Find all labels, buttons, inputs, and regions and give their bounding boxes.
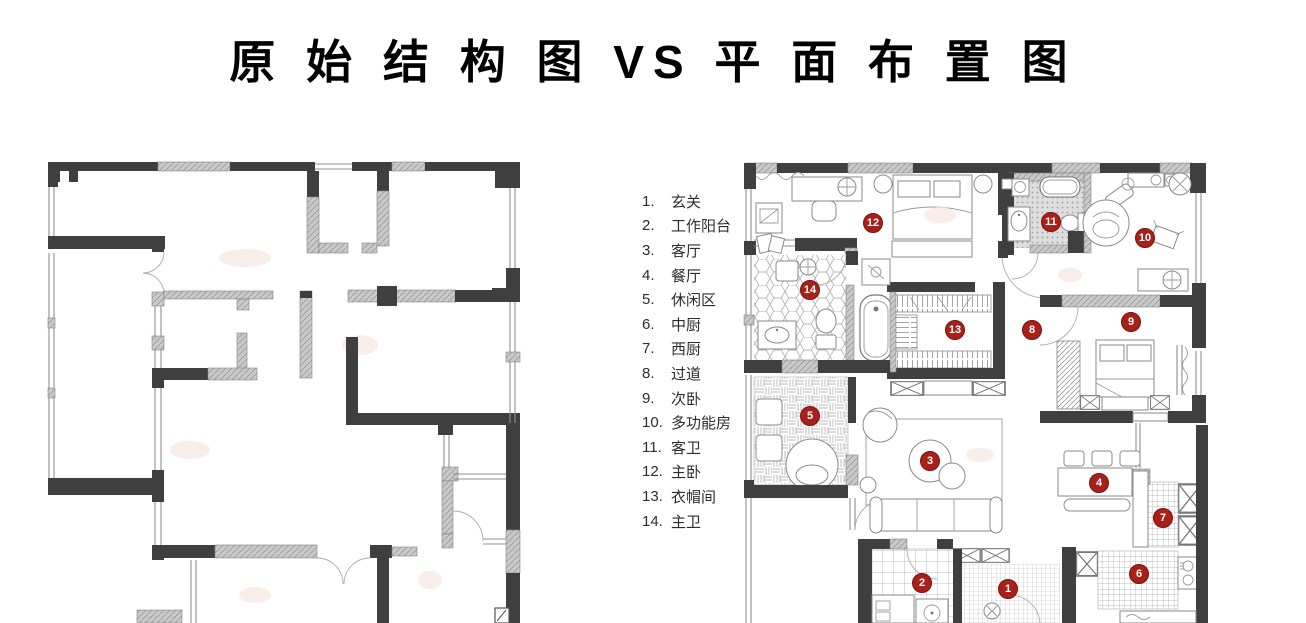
legend-item-number: 10. — [642, 414, 663, 432]
original-structure-drawing: .wd{fill:#3f3f3f;} .hg{fill:url(#hA);str… — [47, 161, 521, 623]
legend-item-label: 客厅 — [671, 242, 702, 260]
legend-item-label: 主卧 — [671, 464, 702, 482]
furnished-floor-drawing: .wd2{fill:#3f3f3f;} .hg2{fill:url(#hB);s… — [743, 162, 1208, 623]
room-marker-10: 10 — [1135, 228, 1155, 248]
legend-item: 14. 主卫 — [642, 509, 752, 534]
legend-item: 12. 主卧 — [642, 460, 752, 485]
legend-item: 13. 衣帽间 — [642, 484, 752, 509]
legend-item-label: 主卫 — [671, 513, 702, 531]
legend-item-number: 2. — [642, 217, 655, 235]
legend-item-number: 6. — [642, 315, 655, 333]
room-marker-14: 14 — [800, 280, 820, 300]
room-marker-3: 3 — [920, 451, 940, 471]
legend-item: 1. 玄关 — [642, 189, 752, 214]
legend-item-number: 4. — [642, 266, 655, 284]
room-marker-13: 13 — [945, 320, 965, 340]
legend-item-label: 客卫 — [671, 439, 702, 457]
legend-item: 8. 过道 — [642, 361, 752, 386]
original-structure-plan: .wd{fill:#3f3f3f;} .hg{fill:url(#hA);str… — [40, 140, 540, 623]
legend-item: 6. 中厨 — [642, 312, 752, 337]
legend-item-number: 1. — [642, 192, 655, 210]
room-marker-6: 6 — [1129, 564, 1149, 584]
legend-item-label: 工作阳台 — [671, 218, 732, 236]
page-title: 原 始 结 构 图 VS 平 面 布 置 图 — [229, 36, 1077, 88]
legend-item-label: 西厨 — [671, 341, 702, 359]
legend-item: 4. 餐厅 — [642, 263, 752, 288]
legend-item: 7. 西厨 — [642, 337, 752, 362]
room-marker-8: 8 — [1022, 320, 1042, 340]
furnished-floor-plan: .wd2{fill:#3f3f3f;} .hg2{fill:url(#hB);s… — [740, 155, 1210, 623]
legend-item: 10. 多功能房 — [642, 410, 752, 435]
room-marker-11: 11 — [1041, 212, 1061, 232]
legend-item-number: 8. — [642, 364, 655, 382]
legend-item-label: 过道 — [671, 365, 702, 383]
legend-item: 9. 次卧 — [642, 386, 752, 411]
legend-item-number: 14. — [642, 512, 663, 530]
room-marker-9: 9 — [1121, 312, 1141, 332]
room-marker-5: 5 — [800, 406, 820, 426]
room-marker-7: 7 — [1153, 508, 1173, 528]
legend-item-number: 7. — [642, 340, 655, 358]
legend-item: 3. 客厅 — [642, 238, 752, 263]
legend-item-label: 次卧 — [671, 390, 702, 408]
room-marker-4: 4 — [1089, 473, 1109, 493]
legend-item: 2. 工作阳台 — [642, 214, 752, 239]
legend-item-label: 餐厅 — [671, 267, 702, 285]
legend-item-number: 12. — [642, 463, 663, 481]
legend-item: 5. 休闲区 — [642, 287, 752, 312]
legend-item-number: 13. — [642, 487, 663, 505]
legend-item-number: 11. — [642, 438, 662, 456]
room-marker-2: 2 — [912, 573, 932, 593]
room-marker-1: 1 — [998, 579, 1018, 599]
legend-item-label: 中厨 — [671, 316, 702, 334]
legend-item-number: 9. — [642, 389, 655, 407]
legend-item-number: 5. — [642, 291, 655, 309]
legend-item-label: 休闲区 — [671, 292, 717, 310]
legend-item: 11. 客卫 — [642, 435, 752, 460]
legend-item-label: 玄关 — [671, 193, 702, 211]
legend-item-label: 多功能房 — [671, 415, 732, 433]
legend-item-label: 衣帽间 — [671, 488, 717, 506]
room-legend: 1. 玄关 2. 工作阳台 3. 客厅 4. 餐厅 5. 休闲区 6. 中厨 7. 西厨 8.… — [642, 189, 752, 533]
legend-item-number: 3. — [642, 241, 655, 259]
room-marker-12: 12 — [863, 213, 883, 233]
